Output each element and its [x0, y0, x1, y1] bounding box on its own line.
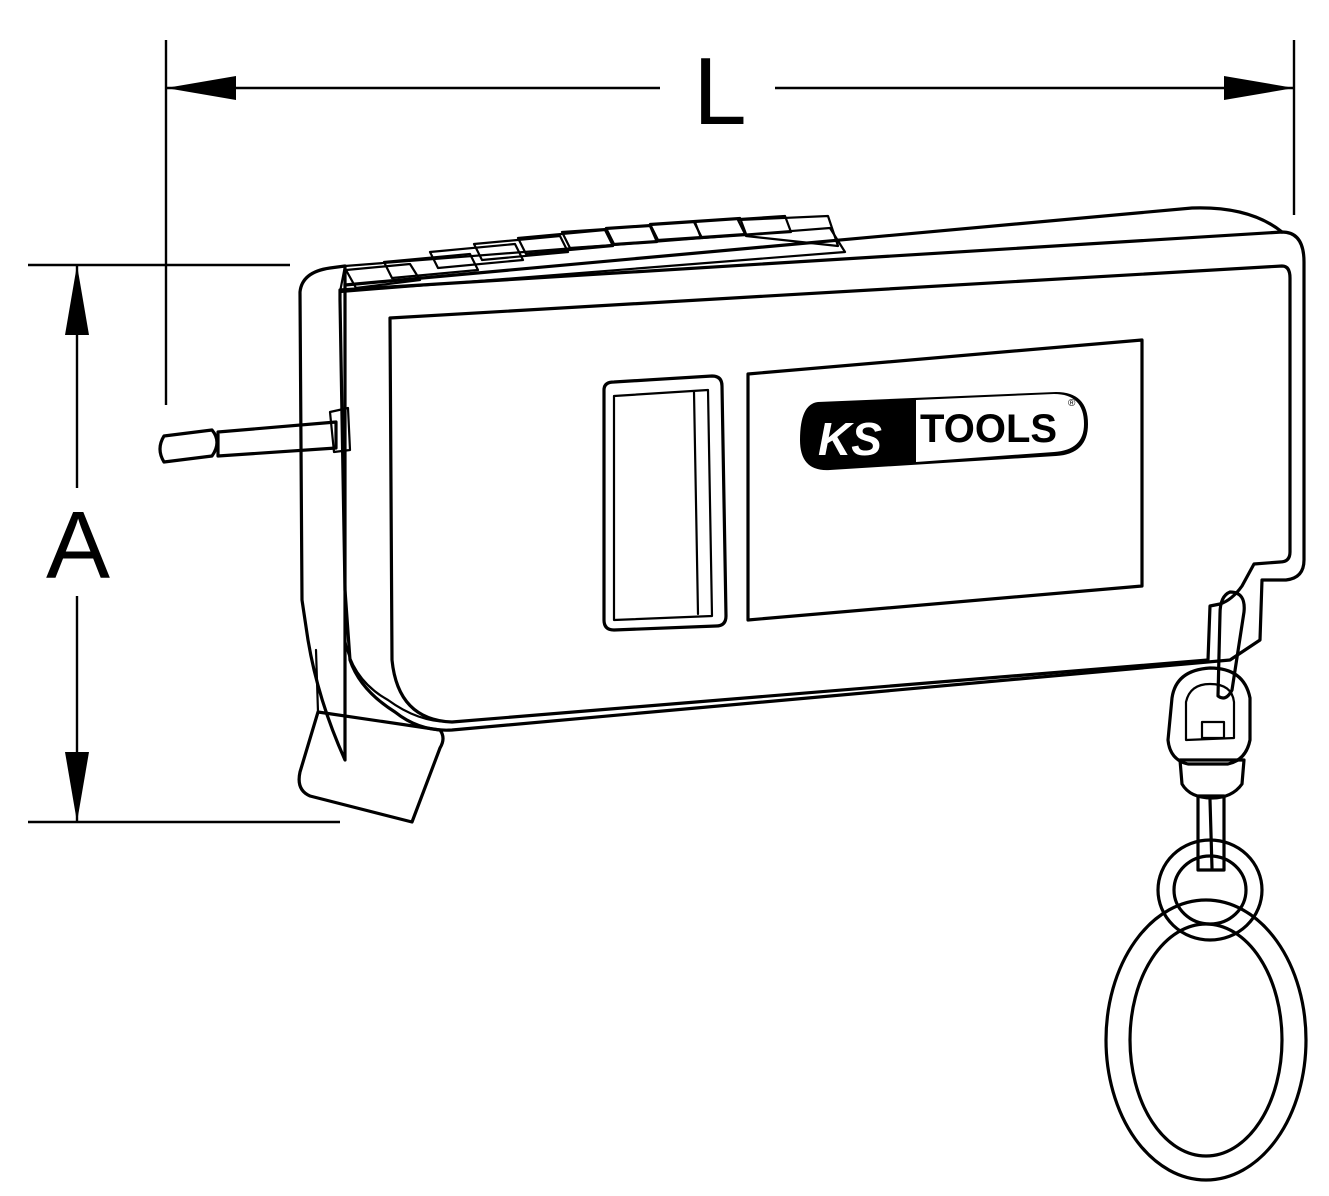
registered-mark: ® [1068, 398, 1076, 409]
depth-probe [158, 406, 352, 464]
arrow-left-icon [166, 76, 236, 100]
dimension-length: L [164, 38, 1296, 405]
height-label: A [46, 492, 110, 599]
arrow-down-icon [65, 752, 89, 822]
gauge-housing [297, 206, 1306, 824]
arrow-up-icon [65, 265, 89, 335]
brand-ks-text: KS [818, 413, 882, 465]
length-label: L [693, 38, 746, 145]
brand-logo: KS TOOLS ® [800, 392, 1088, 471]
dimension-height: A [28, 263, 340, 824]
key-chain [1104, 590, 1308, 1182]
arrow-right-icon [1224, 76, 1294, 100]
brand-tools-text: TOOLS [920, 407, 1057, 451]
